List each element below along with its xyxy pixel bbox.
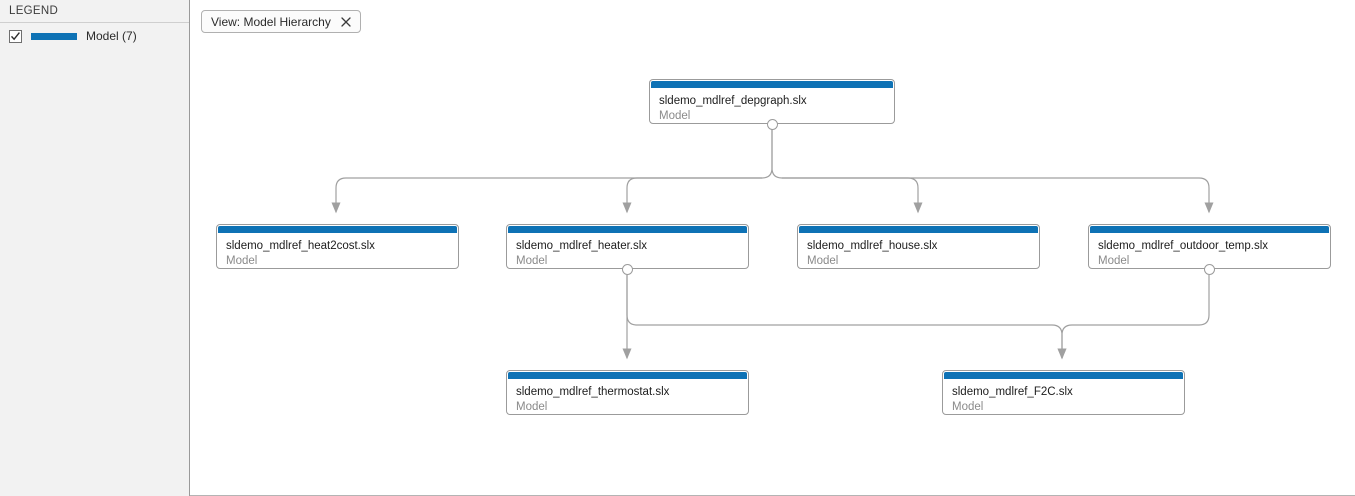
node-subtitle: Model — [516, 401, 548, 413]
node-title: sldemo_mdlref_depgraph.slx — [659, 95, 807, 107]
node-title: sldemo_mdlref_outdoor_temp.slx — [1098, 240, 1269, 252]
node-subtitle: Model — [952, 401, 984, 413]
graph-node-f2c[interactable]: sldemo_mdlref_F2C.slx Model — [942, 370, 1185, 415]
graph-node-house[interactable]: sldemo_mdlref_house.slx Model — [797, 224, 1040, 269]
node-title: sldemo_mdlref_heat2cost.slx — [226, 240, 375, 252]
node-accent-bar — [944, 372, 1183, 379]
legend-item-model[interactable]: Model (7) — [0, 23, 189, 49]
legend-item-label: Model (7) — [86, 29, 137, 43]
node-accent-bar — [218, 226, 457, 233]
node-subtitle: Model — [659, 110, 691, 122]
node-accent-bar — [508, 226, 747, 233]
node-port-outdoor-temp[interactable] — [1204, 264, 1215, 275]
graph-node-heater[interactable]: sldemo_mdlref_heater.slx Model — [506, 224, 749, 269]
node-title: sldemo_mdlref_thermostat.slx — [516, 386, 670, 398]
node-title: sldemo_mdlref_house.slx — [807, 240, 938, 252]
graph-node-heat2cost[interactable]: sldemo_mdlref_heat2cost.slx Model — [216, 224, 459, 269]
node-accent-bar — [508, 372, 747, 379]
view-filter-chip[interactable]: View: Model Hierarchy — [201, 10, 361, 33]
node-subtitle: Model — [807, 255, 839, 267]
graph-node-thermostat[interactable]: sldemo_mdlref_thermostat.slx Model — [506, 370, 749, 415]
node-accent-bar — [651, 81, 893, 88]
legend-panel: LEGEND Model (7) — [0, 0, 190, 496]
legend-color-swatch — [31, 32, 77, 40]
graph-node-outdoor-temp[interactable]: sldemo_mdlref_outdoor_temp.slx Model — [1088, 224, 1331, 269]
node-subtitle: Model — [516, 255, 548, 267]
graph-canvas[interactable]: View: Model Hierarchy — [190, 0, 1355, 496]
close-icon[interactable] — [340, 16, 352, 28]
node-title: sldemo_mdlref_heater.slx — [516, 240, 648, 252]
node-accent-bar — [799, 226, 1038, 233]
legend-header: LEGEND — [0, 0, 189, 23]
graph-node-depgraph[interactable]: sldemo_mdlref_depgraph.slx Model — [649, 79, 895, 124]
node-subtitle: Model — [1098, 255, 1130, 267]
legend-header-label: LEGEND — [9, 5, 59, 17]
node-accent-bar — [1090, 226, 1329, 233]
node-subtitle: Model — [226, 255, 258, 267]
view-filter-label: View: Model Hierarchy — [211, 14, 331, 29]
node-port-depgraph[interactable] — [767, 119, 778, 130]
legend-model-checkbox[interactable] — [9, 29, 22, 43]
node-title: sldemo_mdlref_F2C.slx — [952, 386, 1073, 398]
node-port-heater[interactable] — [622, 264, 633, 275]
